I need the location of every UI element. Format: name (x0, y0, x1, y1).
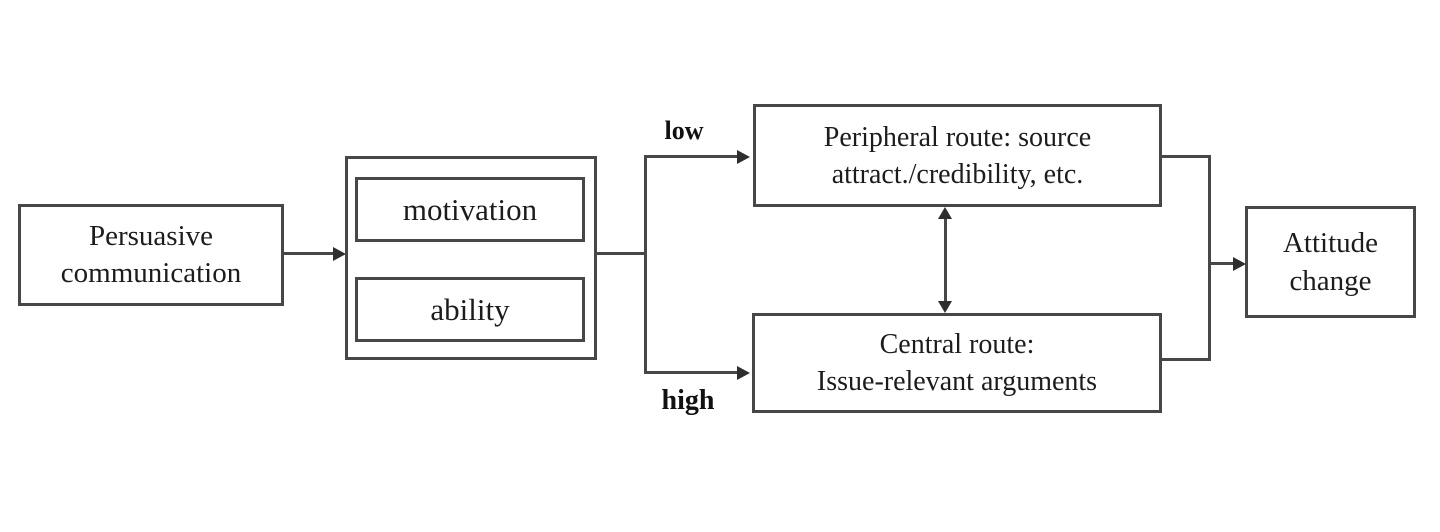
connector-persuasive-to-mediator (284, 252, 336, 255)
persuasive-label-line2: communication (60, 257, 242, 289)
ability-label: ability (430, 291, 510, 327)
arrowhead-into-peripheral-icon (737, 149, 750, 164)
merge-vertical-line (1208, 155, 1211, 361)
peripheral-label-line2: attract./credibility, etc. (831, 158, 1084, 190)
arrowhead-into-attitude-icon (1233, 256, 1246, 271)
central-label-line1: Central route: (879, 329, 1035, 360)
peripheral-label-line1: Peripheral route: source (823, 121, 1092, 153)
arrowhead-into-central-icon (737, 365, 750, 380)
persuasive-label-line1: Persuasive (88, 220, 214, 252)
node-ability: ability (355, 277, 585, 342)
connector-mediator-to-branch (597, 252, 647, 255)
branch-high-line (644, 371, 738, 374)
connector-peripheral-to-merge (1161, 155, 1211, 158)
arrowhead-into-mediator-icon (333, 246, 346, 261)
branch-vertical-line (644, 155, 647, 374)
branch-low-line (644, 155, 738, 158)
node-motivation: motivation (355, 177, 585, 242)
central-label-line2: Issue-relevant arguments (816, 366, 1098, 397)
edge-label-low: low (664, 116, 704, 145)
connector-central-to-merge (1161, 358, 1211, 361)
node-peripheral-route: Peripheral route: source attract./credib… (753, 104, 1162, 207)
attitude-label-line2: change (1289, 265, 1372, 297)
node-persuasive-communication: Persuasive communication (18, 204, 284, 306)
node-attitude-change: Attitude change (1245, 206, 1416, 318)
motivation-label: motivation (402, 191, 538, 227)
attitude-label-line1: Attitude (1282, 227, 1379, 259)
double-arrowhead-up-icon (938, 207, 952, 219)
node-central-route: Central route: Issue-relevant arguments (752, 313, 1162, 413)
edge-label-high: high (661, 385, 715, 416)
connector-merge-to-attitude (1208, 262, 1236, 265)
double-arrowhead-down-icon (938, 301, 952, 313)
peripheral-central-double-arrow-line (944, 215, 947, 307)
